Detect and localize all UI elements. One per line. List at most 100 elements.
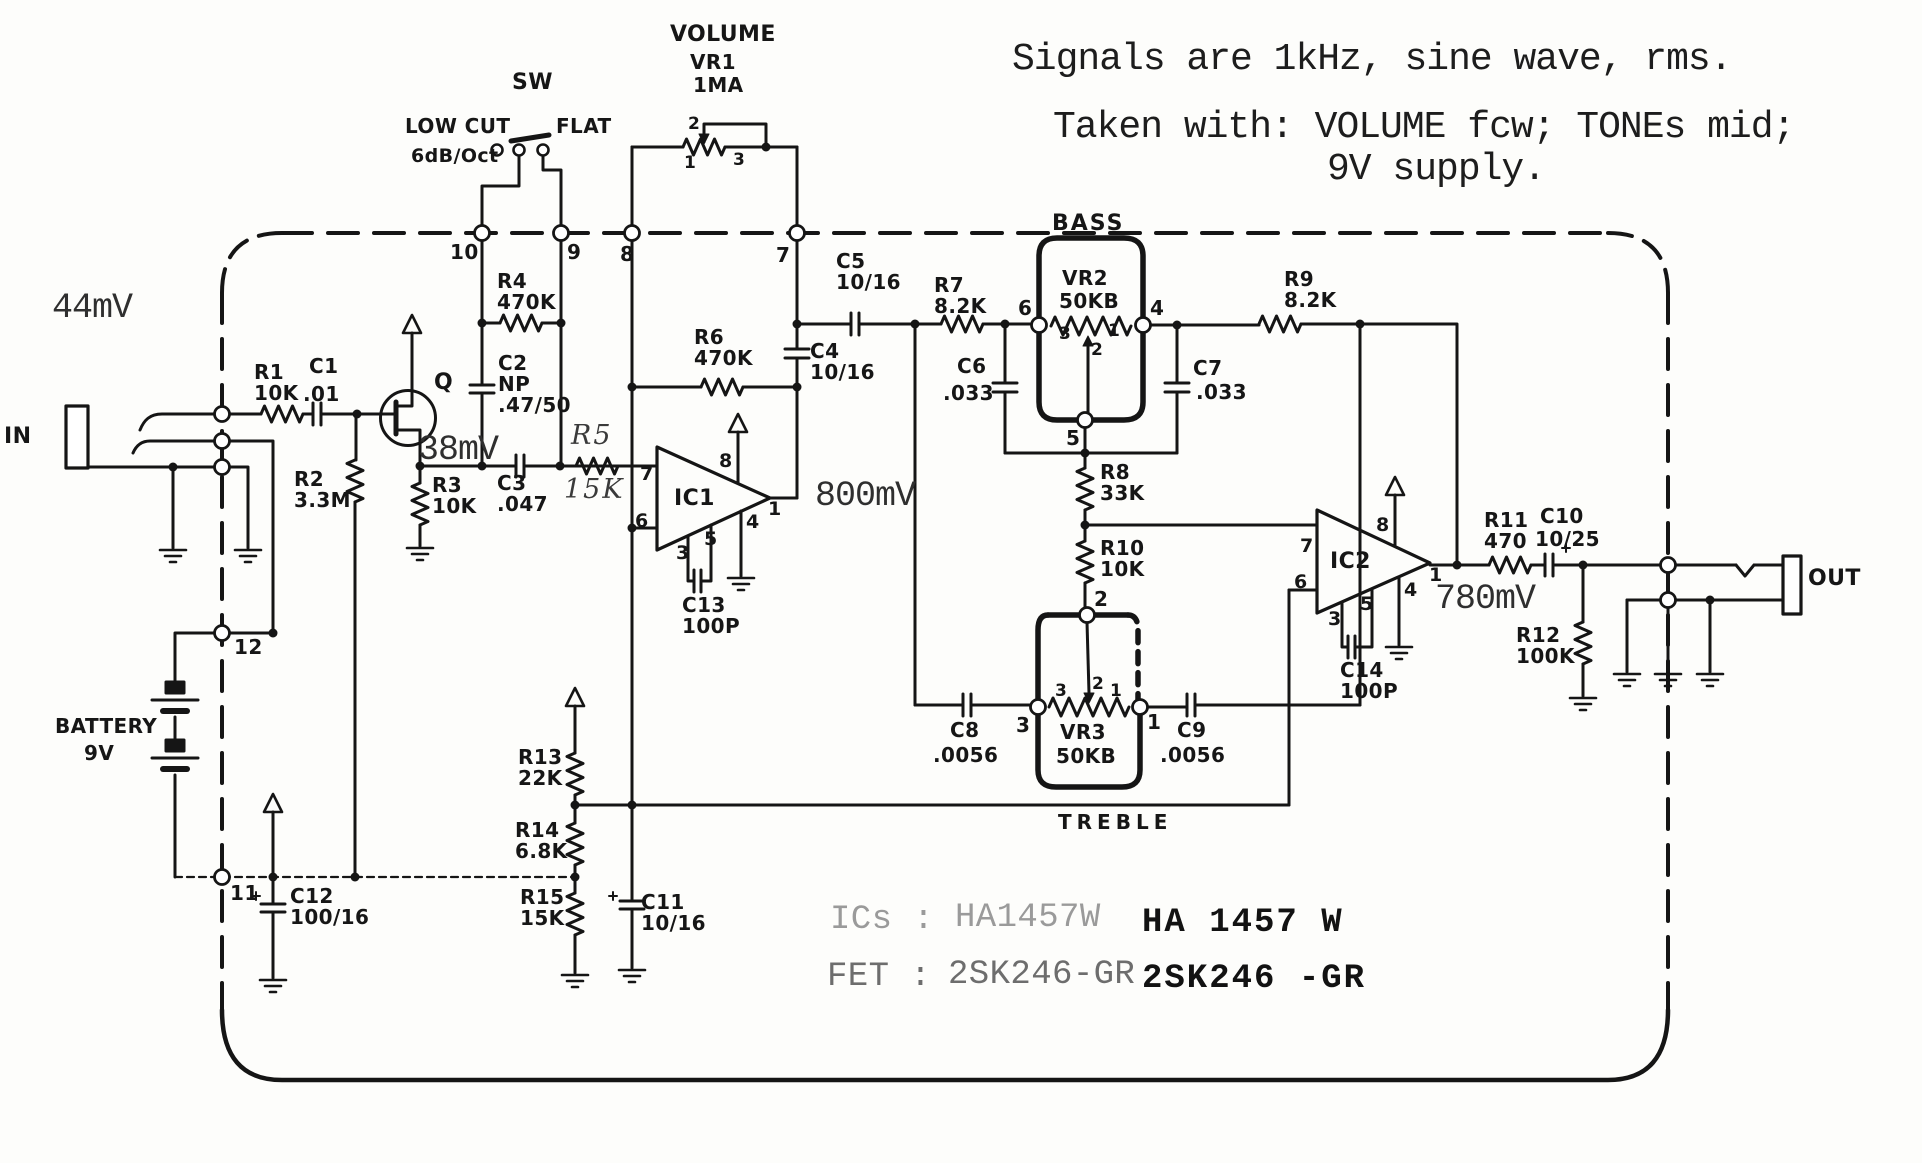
vr3-t1: 1	[1110, 681, 1123, 701]
vr2-title: BASS	[1052, 211, 1125, 236]
pin-6: 6	[1018, 296, 1033, 320]
footer-fet-label: FET :	[827, 958, 932, 996]
note-line-1: Signals are 1kHz, sine wave, rms.	[1012, 38, 1733, 81]
ic1-triangle	[655, 412, 799, 594]
pin-2: 2	[1094, 587, 1109, 611]
lowcut-switch	[480, 132, 563, 235]
ic1-input-wire	[418, 453, 659, 479]
note-line-3: 9V supply.	[1327, 148, 1546, 191]
footer-ics-bold: HA 1457 W	[1142, 904, 1344, 942]
vr1-title: VOLUME	[670, 22, 776, 47]
pin-3: 3	[1016, 713, 1031, 737]
c12-branch	[251, 875, 287, 980]
vr1-volume	[630, 122, 799, 235]
label-r5-val: 15K	[564, 474, 625, 505]
footer-ics-typed: HA1457W	[955, 899, 1101, 937]
pin-1: 1	[1147, 710, 1162, 734]
board-pin-circles	[213, 224, 1677, 886]
input-jack	[64, 404, 224, 470]
input-network	[220, 401, 396, 879]
footer-fet-bold: 2SK246 -GR	[1142, 960, 1367, 998]
level-ic1: 800mV	[815, 476, 916, 516]
label-c9-val: .0056	[1160, 743, 1226, 767]
vr2-value: 50KB	[1059, 289, 1120, 313]
output-label: OUT	[1808, 566, 1861, 591]
label-c6-val: .033	[943, 381, 994, 405]
label-c8-val: .0056	[933, 743, 999, 767]
vr2-ref: VR2	[1062, 266, 1108, 290]
lower-feedback-bus	[573, 588, 1319, 807]
pin-11: 11	[230, 881, 259, 905]
ic2-pin7: 7	[1300, 535, 1314, 557]
note-line-2: Taken with: VOLUME fcw; TONEs mid;	[1053, 106, 1795, 149]
output-line	[1428, 543, 1785, 698]
pin-4: 4	[1150, 296, 1165, 320]
level-fet: 38mV	[418, 430, 499, 470]
ic2-pin6: 6	[1294, 571, 1308, 593]
ic1-pin6: 6	[635, 510, 649, 532]
junction-dots	[168, 142, 1715, 882]
ic2-pin4: 4	[1404, 579, 1418, 601]
ic2-pin5: 5	[1360, 593, 1374, 615]
label-c6-ref: C6	[957, 354, 987, 378]
vr2-t2: 2	[1091, 340, 1104, 360]
pcb-border	[219, 231, 1671, 1083]
label-c7-ref: C7	[1193, 356, 1223, 380]
output-jack	[1625, 554, 1803, 674]
vr3-title: TREBLE	[1058, 810, 1173, 834]
bass-line	[795, 311, 1459, 567]
r13-r14-r15-divider	[564, 686, 586, 975]
c6-c7-bridge	[991, 322, 1191, 455]
pin-12: 12	[234, 635, 263, 659]
vr3-t3: 3	[1055, 681, 1068, 701]
ground-symbols	[158, 546, 1725, 994]
ic1-pin1: 1	[768, 498, 782, 520]
ic1-pin8: 8	[719, 450, 733, 472]
label-c7-val: .033	[1196, 380, 1247, 404]
ic1-pin7: 7	[640, 463, 654, 485]
battery-symbol	[150, 631, 275, 879]
pin-10: 10	[450, 240, 479, 264]
switch-slope: 6dB/Oct	[411, 145, 499, 167]
label-c9-ref: C9	[1177, 718, 1207, 742]
vr1-ref: VR1	[690, 50, 736, 74]
c11-branch	[608, 803, 646, 970]
label-r5-ref: R5	[571, 420, 613, 451]
ic1-pin5: 5	[704, 528, 718, 550]
footer-ics-label: ICs :	[830, 901, 935, 939]
ic1-label: IC1	[674, 486, 715, 511]
battery-name: BATTERY	[55, 714, 158, 738]
vr2-t3: 3	[1059, 324, 1072, 344]
level-ic2: 780mV	[1435, 579, 1536, 619]
switch-pos-lowcut: LOW CUT	[405, 114, 511, 138]
vr1-value: 1MA	[693, 73, 744, 97]
vr3-ref: VR3	[1060, 720, 1106, 744]
switch-name: SW	[512, 70, 553, 95]
footer-fet-typed: 2SK246-GR	[948, 956, 1136, 994]
vr3-value: 50KB	[1056, 744, 1117, 768]
label-c10-val: 10/25	[1535, 527, 1600, 551]
label-c10-ref: C10	[1540, 504, 1584, 528]
pin-9: 9	[567, 240, 582, 264]
ic1-output-column	[783, 231, 811, 500]
pin-8: 8	[620, 242, 635, 266]
ic2-pin1: 1	[1429, 564, 1443, 586]
